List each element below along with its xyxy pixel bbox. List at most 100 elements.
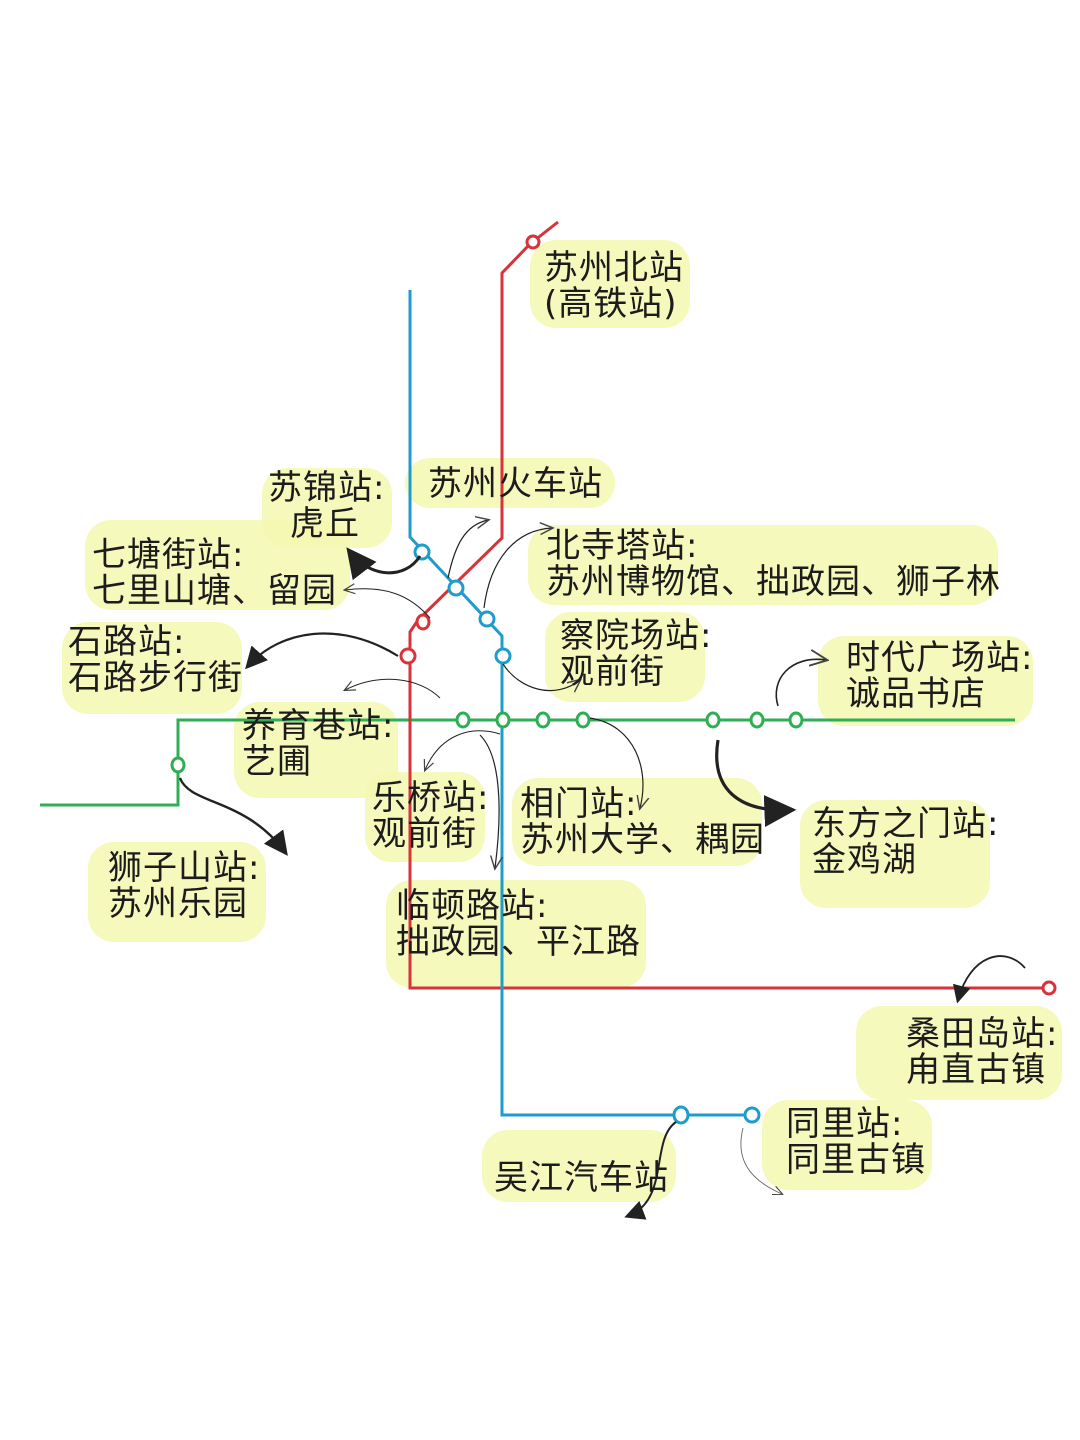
station-sangtiandao xyxy=(1041,980,1057,996)
label-yangyuxiang-sub: 艺圃 xyxy=(242,742,312,782)
label-lindunlu: 临顿路站: 拙政园、平江路 xyxy=(396,888,641,960)
label-xiangmen: 相门站: 苏州大学、耦园 xyxy=(520,786,765,858)
label-lindunlu-name: 临顿路站: xyxy=(396,886,549,926)
highlight-shizishan xyxy=(88,842,266,942)
label-sujin-name: 苏锦站: xyxy=(268,468,386,508)
label-yangyuxiang: 养育巷站: 艺圃 xyxy=(242,708,394,780)
label-suzhou-station-name: 苏州火车站 xyxy=(428,464,603,504)
arrow-yangyuxiang xyxy=(345,678,441,699)
station-dongfang xyxy=(749,711,765,729)
label-beisita-name: 北寺塔站: xyxy=(546,526,699,566)
station-tongli xyxy=(743,1106,761,1124)
label-dongfang: 东方之门站: 金鸡湖 xyxy=(812,806,999,878)
label-chayuanchang-name: 察院场站: xyxy=(560,616,713,656)
arrow-tongli xyxy=(740,1127,782,1194)
station-xiangmen xyxy=(575,711,591,729)
label-shidai: 时代广场站: 诚品书店 xyxy=(846,640,1033,712)
label-suzhou-north-sub: (高铁站) xyxy=(544,284,678,324)
station-yangyuxiang xyxy=(455,711,471,729)
label-shilu-sub: 石路步行街 xyxy=(68,658,243,698)
label-chayuanchang: 察院场站: 观前街 xyxy=(560,618,712,690)
highlight-wujiang xyxy=(482,1130,676,1202)
red-line xyxy=(408,220,1050,990)
label-sangtiandao-name: 桑田岛站: xyxy=(906,1014,1059,1054)
label-leqiao-name: 乐桥站: xyxy=(372,778,490,818)
label-qitangjie: 七塘街站: 七里山塘、留园 xyxy=(92,537,337,609)
highlight-shidai xyxy=(818,636,1033,726)
station-beisita xyxy=(478,610,496,628)
label-sangtiandao: 桑田岛站: 甪直古镇 xyxy=(906,1016,1058,1088)
arrow-xiangmen xyxy=(589,717,643,808)
label-leqiao-sub: 观前街 xyxy=(372,814,477,854)
highlight-suzhou-station xyxy=(405,458,615,508)
arrow-shilu xyxy=(245,632,399,670)
label-yangyuxiang-name: 养育巷站: xyxy=(242,706,395,746)
label-dongfang-name: 东方之门站: xyxy=(812,804,1000,844)
station-sujin xyxy=(413,543,431,561)
label-qitangjie-name: 七塘街站: xyxy=(92,535,245,575)
station-leqiao xyxy=(495,711,511,729)
highlight-lindunlu xyxy=(386,880,646,988)
label-suzhou-north: 苏州北站 (高铁站) xyxy=(544,250,684,322)
highlight-dongfang xyxy=(800,800,990,908)
label-dongfang-sub: 金鸡湖 xyxy=(812,840,917,880)
arrow-qitangjie xyxy=(345,589,431,619)
station-wujiang xyxy=(672,1105,690,1125)
label-tongli-name: 同里站: xyxy=(786,1104,904,1144)
label-beisita: 北寺塔站: 苏州博物馆、拙政园、狮子林 xyxy=(546,528,1001,600)
arrow-shizishan xyxy=(178,777,288,856)
label-sujin-sub: 虎丘 xyxy=(290,504,360,544)
highlight-suzhou-north xyxy=(530,240,690,328)
arrow-dongfang xyxy=(715,739,797,827)
label-shilu: 石路站: 石路步行街 xyxy=(68,624,243,696)
label-sangtiandao-sub: 甪直古镇 xyxy=(906,1050,1046,1090)
arrow-sangtiandao xyxy=(953,955,1026,1004)
highlight-sangtiandao xyxy=(856,1006,1062,1100)
highlight-leqiao xyxy=(365,772,485,862)
station-shilu xyxy=(399,647,417,665)
label-sujin: 苏锦站: 虎丘 xyxy=(268,470,385,542)
label-xiangmen-name: 相门站: xyxy=(520,784,638,824)
label-leqiao: 乐桥站: 观前街 xyxy=(372,780,489,852)
label-wujiang-name: 吴江汽车站 xyxy=(494,1158,669,1198)
label-beisita-sub: 苏州博物馆、拙政园、狮子林 xyxy=(546,562,1001,602)
station-green-3 xyxy=(535,711,551,729)
station-red-1 xyxy=(415,613,431,631)
label-shizishan-name: 狮子山站: xyxy=(108,848,261,888)
station-green-5 xyxy=(705,711,721,729)
station-suzhou-station xyxy=(447,579,465,597)
station-shizishan xyxy=(170,756,186,774)
arrow-leqiao xyxy=(425,730,501,770)
arrow-beisita xyxy=(483,528,552,609)
label-shidai-sub: 诚品书店 xyxy=(846,674,986,714)
label-shilu-name: 石路站: xyxy=(68,622,186,662)
highlight-tongli xyxy=(762,1100,932,1190)
highlight-shilu xyxy=(62,622,242,714)
label-suzhou-north-name: 苏州北站 xyxy=(544,248,684,288)
label-lindunlu-sub: 拙政园、平江路 xyxy=(396,922,641,962)
label-tongli: 同里站: 同里古镇 xyxy=(786,1106,926,1178)
label-wujiang: 吴江汽车站 xyxy=(494,1160,669,1196)
label-xiangmen-sub: 苏州大学、耦园 xyxy=(520,820,765,860)
station-chayuanchang xyxy=(494,647,512,665)
label-tongli-sub: 同里古镇 xyxy=(786,1140,926,1180)
highlight-beisita xyxy=(528,525,998,605)
label-shizishan-sub: 苏州乐园 xyxy=(108,884,248,924)
arrow-lindunlu xyxy=(479,734,499,868)
highlight-xiangmen xyxy=(512,778,762,866)
label-chayuanchang-sub: 观前街 xyxy=(560,652,665,692)
label-suzhou-station: 苏州火车站 xyxy=(428,466,603,502)
arrow-sujin xyxy=(346,547,422,581)
label-shidai-name: 时代广场站: xyxy=(846,638,1034,678)
label-shizishan: 狮子山站: 苏州乐园 xyxy=(108,850,260,922)
arrow-chayuanchang xyxy=(502,663,580,691)
highlight-qitangjie xyxy=(85,520,350,610)
blue-line xyxy=(408,290,752,1117)
label-qitangjie-sub: 七里山塘、留园 xyxy=(92,571,337,611)
arrow-shidai xyxy=(775,659,826,707)
station-shidai xyxy=(788,711,804,729)
arrow-wujiang xyxy=(624,1121,677,1220)
arrow-suzhou-station xyxy=(447,520,488,579)
